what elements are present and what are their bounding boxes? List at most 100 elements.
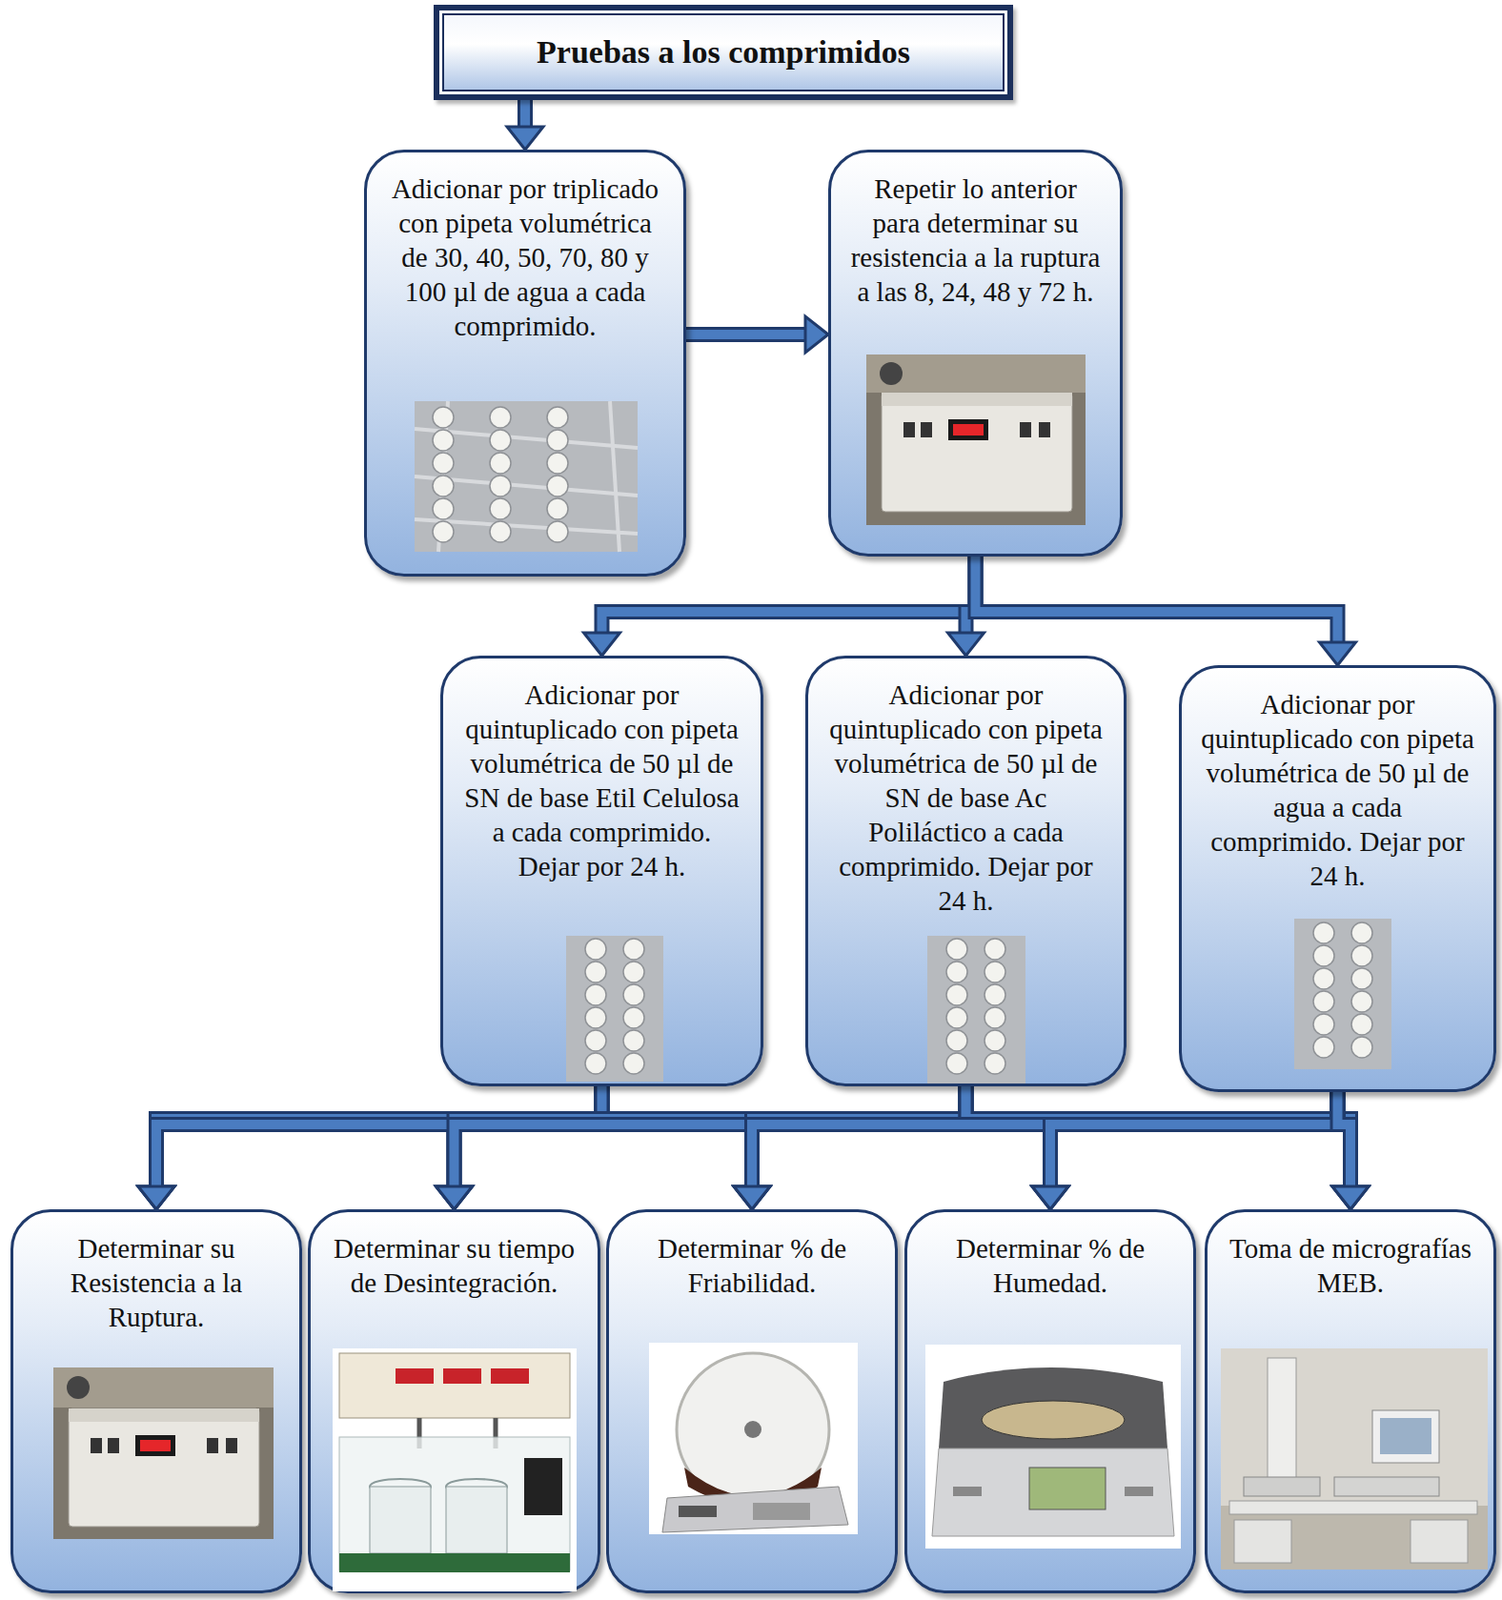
tablet [547, 406, 569, 428]
block-arrow [138, 1092, 1339, 1210]
arrow-head [733, 1186, 771, 1210]
moisture-balance-photo [925, 1344, 1181, 1549]
arrow-outline [602, 1086, 753, 1189]
tablet [623, 1053, 645, 1075]
arrow-shaft [454, 1092, 1339, 1189]
arrow-outline [751, 1086, 967, 1189]
tablet [984, 961, 1006, 983]
step-text: Adicionar por quintuplicado con pipeta v… [443, 658, 761, 884]
arrow-shaft [1050, 1092, 1339, 1189]
tablet [946, 938, 968, 960]
tablet [489, 452, 511, 474]
arrow-head [584, 632, 621, 656]
arrow-head [733, 1186, 771, 1210]
step-text: Determinar % de Friabilidad. [608, 1212, 895, 1300]
tablet [432, 475, 454, 497]
tablet [984, 984, 1006, 1006]
process-box: Determinar % de Friabilidad. [606, 1209, 898, 1594]
block-arrow [1332, 1092, 1369, 1210]
arrow-shaft [686, 329, 808, 340]
tablet [585, 1053, 607, 1075]
tablet [1313, 968, 1335, 990]
arrow-head [948, 632, 985, 656]
process-box: Toma de micrografías MEB. [1204, 1209, 1497, 1594]
block-arrow [436, 1086, 967, 1210]
arrow-outline [602, 1086, 1052, 1189]
tablet [1351, 922, 1373, 944]
arrow-head [436, 1186, 473, 1210]
arrow-outline [156, 1092, 1339, 1189]
arrow-outline [517, 100, 533, 129]
arrow-head [436, 1186, 473, 1210]
tablet [432, 521, 454, 543]
process-box: Determinar su tiempo de Desintegración. [307, 1209, 601, 1594]
tablet [1313, 991, 1335, 1013]
tablet [432, 452, 454, 474]
arrow-outline [751, 1092, 1339, 1189]
arrow-shaft [602, 1086, 753, 1189]
block-arrow [602, 1086, 1070, 1210]
tablet [623, 984, 645, 1006]
block-arrow [138, 1086, 967, 1210]
arrow-shaft [1338, 1092, 1352, 1189]
arrow-shaft [454, 1086, 603, 1189]
arrow-head [138, 1186, 175, 1210]
arrow-head [1332, 1186, 1369, 1210]
block-arrow [686, 316, 829, 353]
tablet [946, 1007, 968, 1029]
arrow-outline [966, 1086, 1352, 1189]
tablet [1351, 1014, 1373, 1036]
arrow-head [138, 1186, 175, 1210]
block-arrow [966, 1086, 1370, 1210]
arrow-head [1332, 1186, 1369, 1210]
step-text: Adicionar por triplicado con pipeta volu… [366, 152, 684, 344]
tablet [585, 1030, 607, 1052]
tablet [1313, 1036, 1335, 1058]
step-text: Adicionar por quintuplicado con pipeta v… [808, 658, 1124, 918]
tablets-photo [414, 401, 638, 552]
process-box: Adicionar por quintuplicado con pipeta v… [440, 655, 764, 1087]
arrow-outline [975, 556, 1339, 645]
tablet [946, 1053, 968, 1075]
block-arrow [975, 556, 1357, 666]
tablet [432, 498, 454, 520]
tablet [585, 938, 607, 960]
arrow-outline [454, 1092, 1339, 1189]
block-arrow [138, 1086, 603, 1210]
arrow-shaft [751, 1092, 1339, 1189]
tablet [623, 938, 645, 960]
tablet [432, 406, 454, 428]
process-box: Repetir lo anterior para determinar su r… [828, 149, 1123, 557]
block-arrow [733, 1086, 967, 1210]
arrow-outline [156, 1086, 603, 1189]
tablet [1351, 968, 1373, 990]
arrow-shaft [156, 1092, 1339, 1189]
tablet [1351, 991, 1373, 1013]
arrow-head [1319, 642, 1357, 666]
arrow-shaft [454, 1086, 967, 1189]
arrow-head [1032, 1186, 1069, 1210]
arrow-shaft [602, 1086, 1352, 1189]
tablet [984, 1030, 1006, 1052]
arrow-shaft [975, 556, 1339, 645]
step-text: Adicionar por quintuplicado con pipeta v… [1181, 668, 1494, 894]
step-text: Determinar su Resistencia a la Ruptura. [13, 1212, 300, 1335]
arrow-head [507, 126, 544, 150]
arrow-outline [602, 1086, 1352, 1189]
arrow-head [1032, 1186, 1069, 1210]
tablet [1313, 945, 1335, 967]
step-text: Repetir lo anterior para determinar su r… [831, 152, 1120, 309]
title-box: Pruebas a los comprimidos [433, 4, 1014, 101]
arrow-head [733, 1186, 771, 1210]
tablets-photo [566, 918, 1392, 1084]
tablet [623, 961, 645, 983]
arrow-outline [454, 1086, 967, 1189]
step-text: Determinar % de Humedad. [907, 1212, 1194, 1300]
tablet [489, 475, 511, 497]
tablet [946, 961, 968, 983]
block-arrow [507, 100, 544, 150]
tablet [547, 429, 569, 451]
tablet [585, 984, 607, 1006]
tablet [946, 984, 968, 1006]
